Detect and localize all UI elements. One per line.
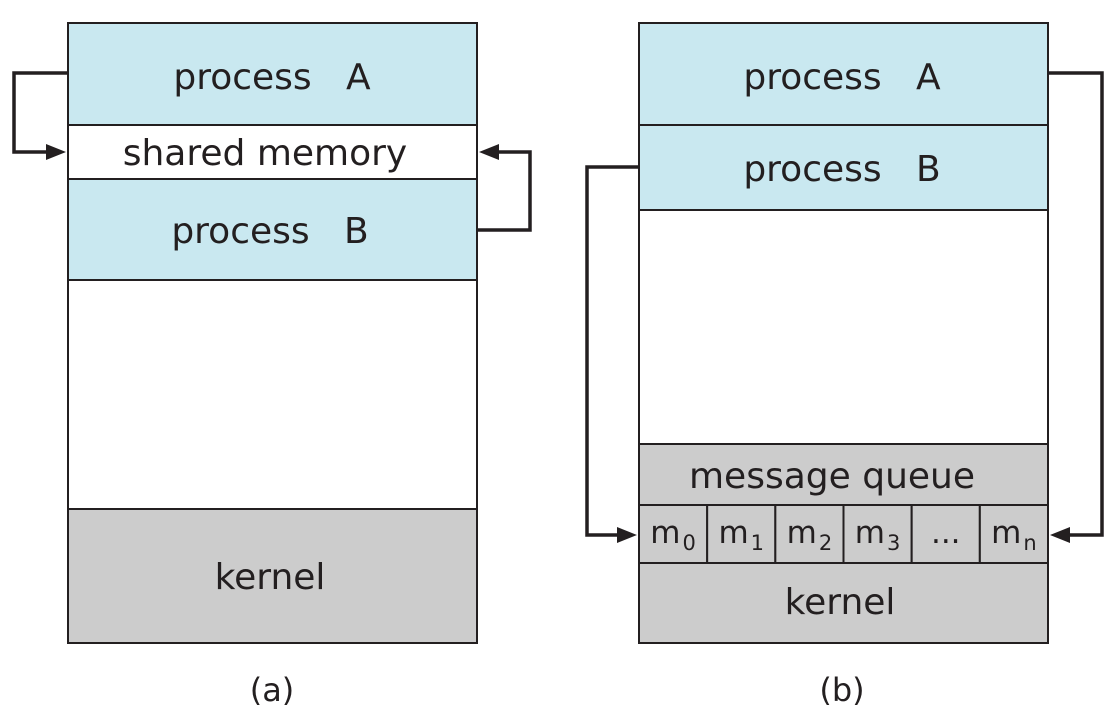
arrow-process-b-to-queue-head <box>617 527 637 543</box>
free-memory-block <box>67 279 478 510</box>
queue-cell-label: m1 <box>718 515 764 555</box>
caption-a: (a) <box>250 671 295 709</box>
queue-cell-base: m <box>650 515 680 551</box>
arrow-process-a-to-shared-memory-head <box>46 144 66 160</box>
panel-a: process A shared memory process B kernel… <box>12 22 532 709</box>
shared-memory-label: shared memory <box>123 133 408 174</box>
queue-cell-base: ... <box>931 515 961 551</box>
free-memory-block <box>638 209 1049 445</box>
queue-cell <box>842 504 913 564</box>
queue-cell-base: m <box>991 515 1021 551</box>
process-b-label: process B <box>171 211 368 252</box>
queue-cell-label: m3 <box>855 515 901 555</box>
kernel-label: kernel <box>215 557 326 598</box>
queue-cell-subscript: 0 <box>682 531 695 555</box>
queue-cell-label: m0 <box>650 515 696 555</box>
queue-cell-label: ... <box>931 515 961 551</box>
queue-cell-label: mn <box>991 515 1037 555</box>
arrow-process-b-to-queue <box>585 165 639 537</box>
queue-cell-subscript: 3 <box>887 531 900 555</box>
process-a-label: process A <box>743 57 941 98</box>
queue-cell <box>774 504 845 564</box>
queue-cell-subscript: 1 <box>751 531 764 555</box>
kernel-block <box>67 508 478 644</box>
arrow-process-b-to-shared-memory <box>477 150 532 232</box>
process-b-label: process B <box>743 149 940 190</box>
queue-cell-base: m <box>787 515 817 551</box>
process-a-block <box>638 22 1049 126</box>
arrow-process-b-to-shared-memory-head <box>479 144 499 160</box>
message-queue-label: message queue <box>689 456 975 497</box>
queue-cell <box>638 504 709 564</box>
arrow-process-a-to-shared-memory <box>12 71 68 154</box>
queue-cell-subscript: n <box>1023 531 1036 555</box>
queue-cell <box>978 504 1049 564</box>
queue-cell-subscript: 2 <box>819 531 832 555</box>
kernel-block <box>638 562 1049 644</box>
process-a-block <box>67 22 478 126</box>
arrow-process-a-to-queue-head <box>1050 527 1070 543</box>
caption-b: (b) <box>819 671 864 709</box>
kernel-label: kernel <box>785 582 896 623</box>
process-a-label: process A <box>173 57 371 98</box>
queue-cell-label: m2 <box>787 515 833 555</box>
arrow-process-a-to-queue <box>1048 71 1104 537</box>
process-b-block <box>67 178 478 281</box>
queue-cell <box>910 504 981 564</box>
queue-cell-base: m <box>855 515 885 551</box>
queue-cell-base: m <box>718 515 748 551</box>
shared-memory-block <box>67 124 478 180</box>
process-b-block <box>638 124 1049 211</box>
